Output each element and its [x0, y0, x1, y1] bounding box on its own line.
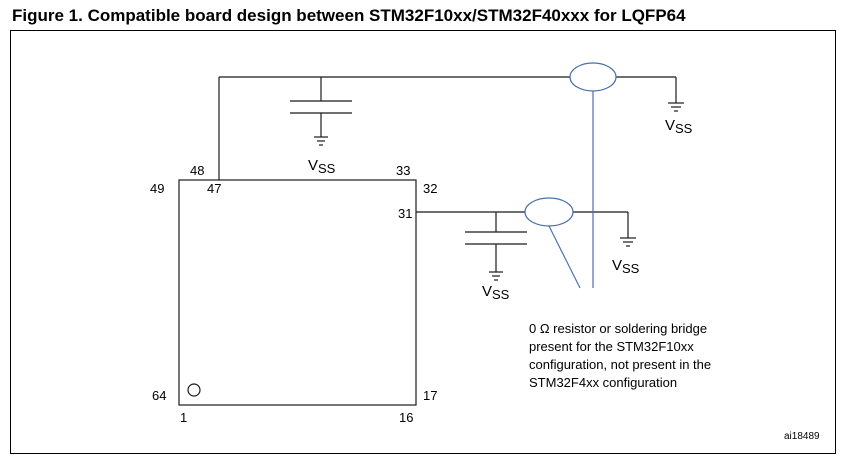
vss-subscript: SS [675, 121, 693, 136]
chip-body [178, 179, 417, 406]
bridge-marker-middle [524, 197, 574, 227]
pin-label-64: 64 [152, 388, 166, 403]
vss-subscript: SS [318, 161, 336, 176]
callout-line-middle [548, 225, 581, 289]
vss-subscript: SS [492, 287, 510, 302]
pin-label-17: 17 [423, 388, 437, 403]
figure-title: Figure 1. Compatible board design betwee… [12, 6, 686, 25]
pin-label-33: 33 [396, 163, 410, 178]
pin1-marker [187, 383, 201, 397]
ground-symbol-mid-cap [489, 271, 503, 281]
pin-label-49: 49 [150, 181, 164, 196]
ground-symbol-mid-right [620, 237, 636, 247]
note-line-4: STM32F4xx configuration [529, 375, 677, 390]
note-line-2: present for the STM32F10xx [529, 339, 694, 354]
pin-label-31: 31 [398, 206, 412, 221]
pin-label-48: 48 [190, 163, 204, 178]
pin-label-32: 32 [423, 181, 437, 196]
note-line-1: 0 Ω resistor or soldering bridge [529, 321, 707, 336]
figure-frame [10, 30, 836, 454]
vss-subscript: SS [622, 261, 640, 276]
pin-label-47: 47 [207, 181, 221, 196]
vss-letter: V [308, 157, 318, 174]
vss-letter: V [482, 283, 492, 300]
vss-label-top-cap: VSS [308, 157, 336, 176]
bridge-marker-top [569, 62, 617, 92]
bridge-note: 0 Ω resistor or soldering bridge present… [529, 321, 711, 390]
figure-reference-code: ai18489 [784, 431, 820, 442]
vss-letter: V [665, 117, 675, 134]
vss-letter: V [612, 257, 622, 274]
ground-symbol-top-right [668, 102, 684, 112]
pin-label-16: 16 [399, 410, 413, 425]
note-line-3: configuration, not present in the [529, 357, 711, 372]
vss-label-mid-cap: VSS [482, 283, 510, 302]
vss-label-mid-right: VSS [612, 257, 640, 276]
ground-symbol-top-cap [314, 136, 328, 146]
vss-label-top-right: VSS [665, 117, 693, 136]
pin-label-1: 1 [180, 410, 187, 425]
